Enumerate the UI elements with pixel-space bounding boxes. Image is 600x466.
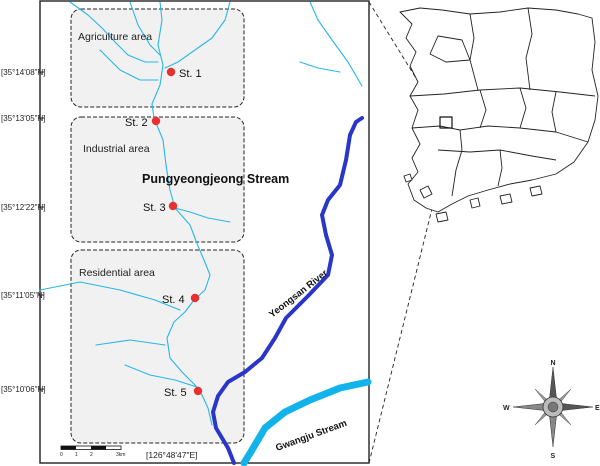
compass-west-label: W — [503, 405, 510, 412]
station-1-label: St. 1 — [179, 68, 202, 80]
station-2-label: St. 2 — [125, 117, 148, 129]
zone-label-industrial: Industrial area — [83, 143, 150, 155]
compass-north-label: N — [551, 360, 556, 367]
station-3-marker — [168, 201, 178, 211]
scale-bar: 0 1 2 3km — [60, 445, 125, 458]
station-4-label: St. 4 — [162, 294, 185, 306]
scale-tick-3: 3km — [116, 452, 125, 458]
latitude-label-1: [35°14'08"N] — [1, 68, 45, 77]
latitude-label-3: [35°12'22"N] — [1, 203, 45, 212]
korea-inset-map — [399, 7, 599, 223]
zone-residential — [70, 249, 245, 444]
latitude-label-2: [35°13'05"N] — [1, 114, 45, 123]
scale-tick-1: 1 — [75, 452, 78, 458]
zone-industrial — [70, 116, 245, 243]
stream-name-label: Pungyeongjeong Stream — [142, 172, 289, 186]
scale-tick-2: 2 — [90, 452, 93, 458]
longitude-label: [126°48'47"E] — [146, 450, 198, 460]
zone-agriculture — [70, 8, 245, 108]
inset-study-area-box — [439, 116, 453, 129]
station-2-marker — [151, 116, 161, 126]
scale-tick-0: 0 — [60, 452, 63, 458]
station-4-marker — [190, 293, 200, 303]
station-1-marker — [166, 67, 176, 77]
latitude-axis: [35°14'08"N] [35°13'05"N] [35°12'22"N] [… — [1, 68, 45, 394]
zone-label-agriculture: Agriculture area — [78, 31, 152, 43]
gwangju-stream — [240, 378, 372, 466]
station-5-label: St. 5 — [164, 387, 187, 399]
compass-south-label: S — [551, 453, 556, 460]
station-5-marker — [193, 386, 203, 396]
latitude-label-4: [35°11'05"N] — [1, 291, 45, 300]
latitude-label-5: [35°10'06"N] — [1, 385, 45, 394]
zone-label-residential: Residential area — [79, 267, 155, 279]
compass-east-label: E — [595, 405, 600, 412]
station-3-label: St. 3 — [143, 202, 166, 214]
stream-network — [39, 1, 363, 426]
compass-rose: N S E W — [503, 360, 600, 460]
yeongsan-river — [211, 116, 364, 465]
